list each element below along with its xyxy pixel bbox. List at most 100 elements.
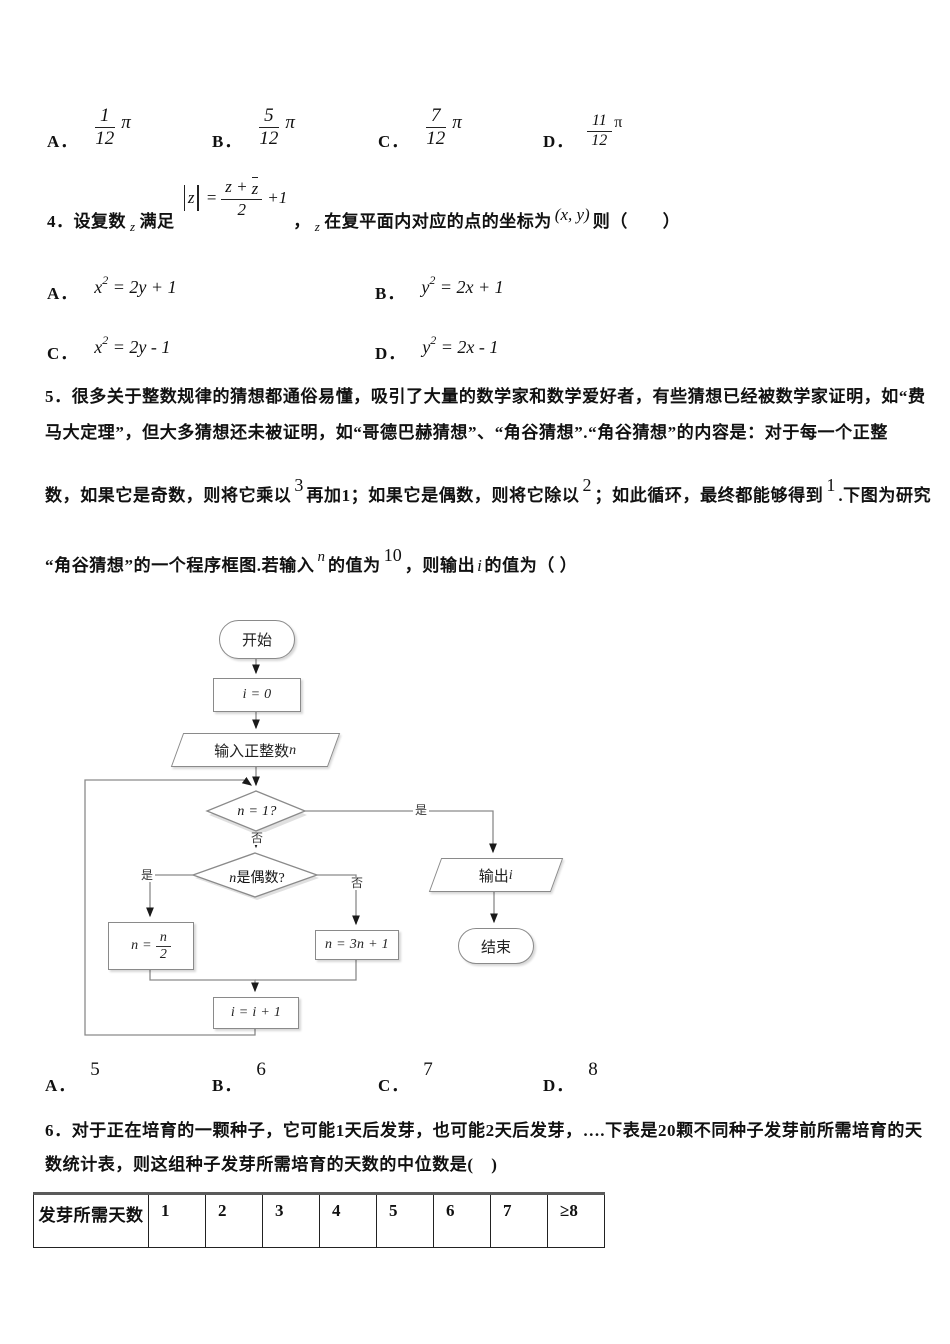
exponent: 2: [430, 333, 437, 347]
table-cell: ≥8: [547, 1193, 605, 1248]
flow-half-fraction: n 2: [155, 930, 171, 962]
q5-text: “角谷猜想”的一个程序框图.若输入: [45, 556, 315, 575]
pi-symbol: π: [285, 112, 295, 133]
fraction: 5 12: [254, 105, 283, 150]
equation-rest: = 2x - 1: [436, 337, 499, 357]
equation-var: y: [421, 277, 430, 297]
table-cell: 4: [319, 1193, 377, 1248]
flow-triple-label: n = 3n + 1: [325, 937, 389, 952]
q5-text: ；如此循环，最终都能够得到: [594, 486, 824, 505]
option-label: C．: [378, 132, 410, 151]
flowchart-connectors: [84, 658, 498, 1036]
exponent: 2: [429, 273, 436, 287]
flow-output-text: 输出: [478, 868, 509, 885]
flow-yes1-label: 是: [413, 803, 430, 818]
option-value: 7: [423, 1059, 433, 1080]
q5-option-a: A． 5: [45, 1059, 100, 1094]
abs-bar-right: [197, 185, 199, 212]
flow-increment-label: i = i + 1: [230, 1005, 282, 1020]
comma: ，: [293, 212, 311, 232]
raised-number-1: 1: [826, 475, 836, 495]
fraction: 7 12: [421, 105, 450, 150]
q4-option-d: D． y2 = 2x - 1: [375, 328, 498, 362]
exponent: 2: [102, 333, 109, 347]
formula-fraction: z +z 2: [221, 177, 263, 219]
q5-text: ，则输出: [404, 556, 476, 575]
fraction-denominator: 12: [95, 128, 115, 150]
plus-one: +1: [267, 188, 288, 208]
q4-formula: z = z +z 2 +1: [181, 177, 288, 219]
option-label: C．: [47, 344, 79, 363]
flow-start-node: 开始: [219, 620, 295, 659]
flow-init-node: i = 0: [213, 678, 301, 712]
flow-cond1-label: n = 1?: [237, 804, 277, 819]
raised-number-2: 2: [582, 475, 592, 495]
math-var-n: n: [289, 742, 297, 757]
equation-var: y: [422, 337, 431, 357]
flow-half-lhs: n =: [131, 938, 152, 953]
fraction-numerator: 1: [95, 105, 115, 129]
equation-var: x: [94, 277, 103, 297]
q3-option-d: D． 11 12 π: [543, 100, 622, 150]
table-header-cell: 发芽所需天数: [33, 1193, 149, 1248]
fraction-denominator: 12: [591, 131, 608, 149]
table-cell: 6: [433, 1193, 491, 1248]
option-label: B．: [375, 284, 406, 303]
flow-yes2-label: 是: [139, 868, 156, 883]
fraction-denominator: 2: [159, 946, 167, 962]
z-conjugate: z: [251, 177, 259, 198]
q5-text: 的值为: [327, 556, 381, 575]
table-cell: 3: [262, 1193, 320, 1248]
option-label: D．: [375, 344, 407, 363]
fraction: 11 12: [586, 112, 612, 150]
fraction-numerator: 7: [426, 105, 446, 129]
q5-line-1: 5．很多关于整数规律的猜想都通俗易懂，吸引了大量的数学家和数学爱好者，有些猜想已…: [45, 387, 926, 406]
flow-cond2-label: n是偶数?: [195, 867, 319, 887]
q4-option-b: B． y2 = 2x + 1: [375, 268, 504, 302]
q4-lead2-text: 满足: [139, 212, 175, 232]
math-var-z: z: [130, 219, 136, 235]
fraction-denominator: 12: [259, 128, 279, 150]
q5-text: .下图为研究: [838, 486, 932, 505]
q5-line-2: 马大定理”，但大多猜想还未被证明，如“哥德巴赫猜想”、“角谷猜想”.“角谷猜想”…: [45, 423, 888, 442]
equation: y2 = 2x + 1: [421, 273, 503, 298]
q4-mid-text: 在复平面内对应的点的坐标为: [324, 212, 552, 232]
q6-line-2: 数统计表，则这组种子发芽所需培育的天数的中位数是( ): [45, 1155, 498, 1174]
numerator-z-plus: z +: [225, 177, 248, 196]
coords-xy: (x, y): [554, 205, 590, 225]
flow-end-label: 结束: [480, 939, 511, 956]
q5-option-c: C． 7: [378, 1059, 433, 1095]
option-label: B．: [212, 1076, 243, 1095]
q5-text: 再加1；如果它是偶数，则将它除以: [306, 486, 580, 505]
math-var-z: z: [187, 188, 195, 208]
equation: x2 = 2y - 1: [94, 333, 170, 358]
fraction-numerator: 11: [586, 112, 612, 132]
flow-init-label: i = 0: [242, 687, 272, 702]
option-label: A．: [47, 284, 79, 303]
q3-option-c: C． 7 12 π: [378, 100, 462, 150]
option-label: C．: [378, 1076, 410, 1095]
raised-var-n: n: [317, 549, 325, 565]
option-value: 6: [256, 1059, 266, 1080]
fraction-denominator: 2: [237, 199, 247, 219]
equation: x2 = 2y + 1: [94, 273, 176, 298]
flow-no2-label: 否: [349, 876, 366, 891]
abs-bar-left: [183, 185, 185, 212]
q5-text: 数，如果它是奇数，则将它乘以: [45, 486, 292, 505]
option-label: D．: [543, 1076, 575, 1095]
option-value: 8: [588, 1059, 598, 1080]
option-label: D．: [543, 132, 575, 151]
q3-option-b: B． 5 12 π: [212, 100, 295, 150]
raised-number-10: 10: [383, 545, 402, 565]
q5-text: 的值为（ ）: [484, 556, 578, 575]
flow-triple-node: n = 3n + 1: [315, 930, 399, 960]
flow-no1-label: 否: [249, 831, 266, 846]
fraction-numerator: n: [155, 930, 171, 947]
option-label: A．: [47, 132, 79, 151]
q4-lead-text: 4．设复数: [47, 212, 126, 232]
